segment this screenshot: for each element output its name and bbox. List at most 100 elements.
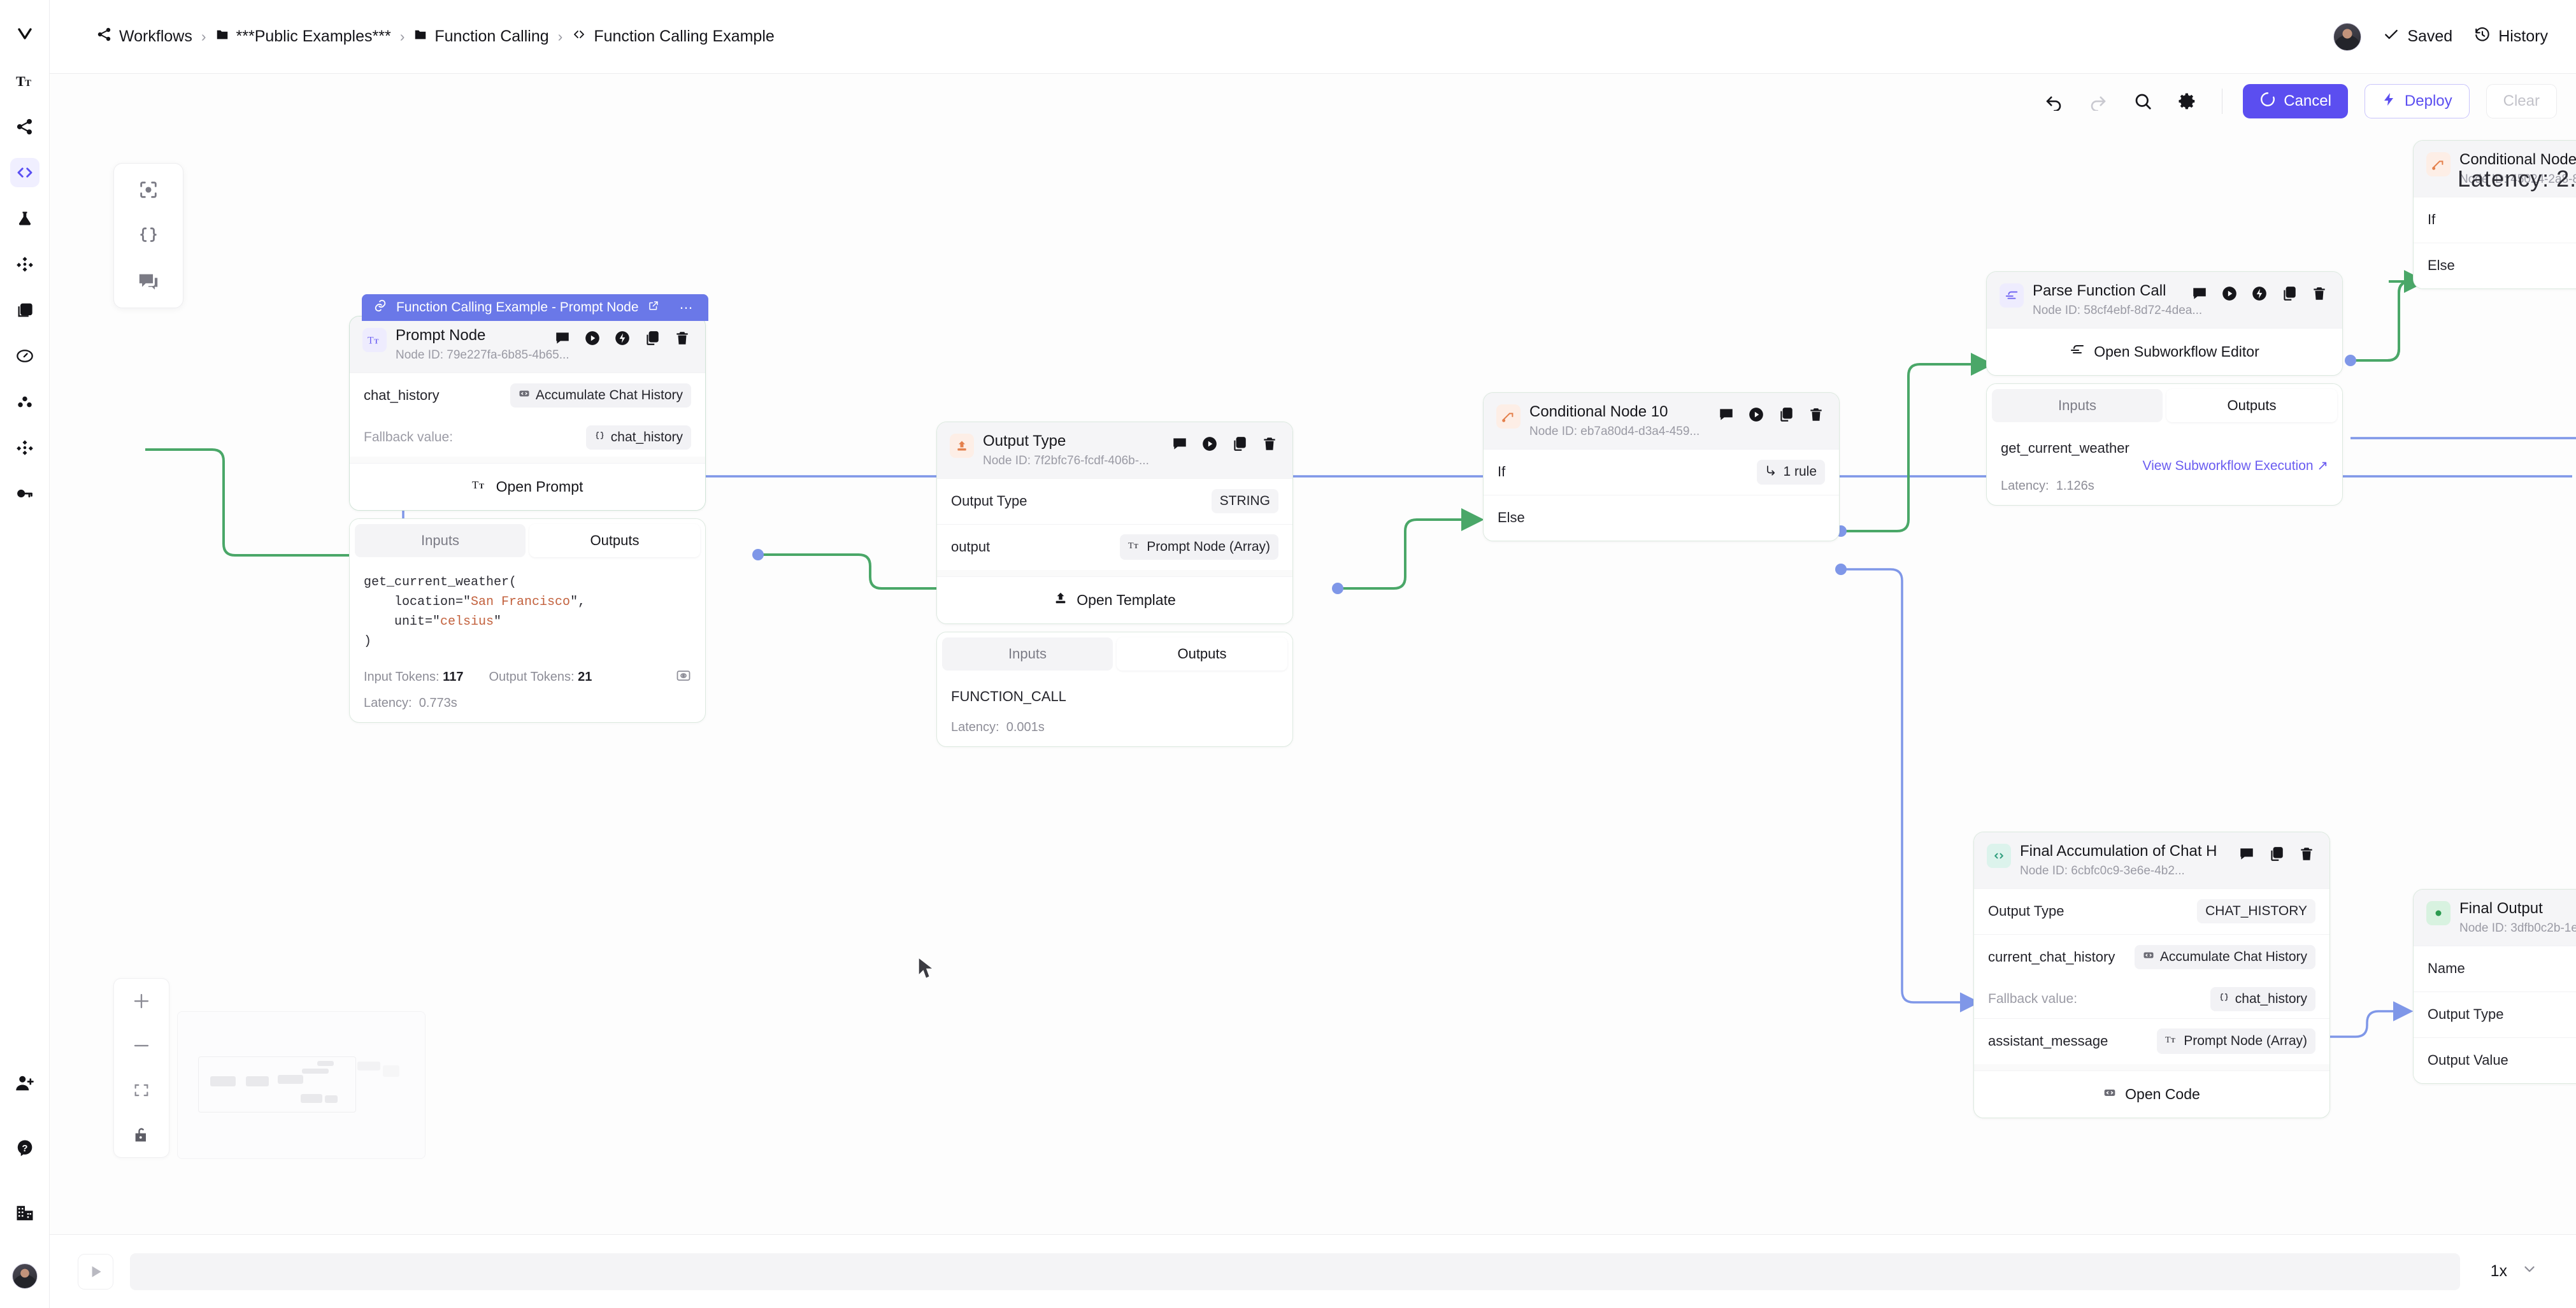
- search-icon[interactable]: [2129, 87, 2157, 115]
- copy-icon[interactable]: [643, 329, 661, 347]
- breadcrumb-item-public-examples[interactable]: ***Public Examples***: [215, 27, 391, 46]
- fit-screen-icon[interactable]: [125, 1074, 157, 1106]
- selected-node-banner[interactable]: Function Calling Example - Prompt Node ⋯: [362, 294, 708, 321]
- row-value-chip[interactable]: STRING: [1211, 489, 1278, 514]
- node-row-if[interactable]: If 1 rule: [1484, 448, 1839, 495]
- app-logo[interactable]: [10, 19, 39, 48]
- curly-braces-icon[interactable]: [131, 218, 166, 253]
- row-value-chip[interactable]: CHAT_HISTORY: [2197, 899, 2315, 924]
- breadcrumb-item-workflows[interactable]: Workflows: [97, 27, 192, 46]
- row-value-chip[interactable]: Accumulate Chat History: [2134, 945, 2315, 970]
- node-row[interactable]: Fallback value: chat_history: [350, 418, 705, 457]
- breadcrumb-item-function-calling[interactable]: Function Calling: [413, 27, 549, 46]
- deploy-button[interactable]: Deploy: [2364, 84, 2470, 118]
- plus-icon[interactable]: [125, 985, 157, 1017]
- rail-item-experiments-tool[interactable]: [10, 204, 39, 233]
- node-row[interactable]: Output Type CHAT_HISTORY: [1974, 888, 2329, 934]
- external-link-icon[interactable]: [648, 300, 659, 315]
- delete-icon[interactable]: [1261, 435, 1278, 453]
- node-row[interactable]: Fallback value: chat_history: [1974, 979, 2329, 1018]
- playback-track[interactable]: [130, 1253, 2460, 1290]
- rail-item-account-avatar[interactable]: [11, 1263, 38, 1289]
- node-row[interactable]: chat_history Accumulate Chat History: [350, 372, 705, 418]
- copy-icon[interactable]: [2268, 845, 2286, 863]
- rail-item-documents-tool[interactable]: [10, 295, 39, 325]
- row-value-chip[interactable]: chat_history: [585, 425, 691, 450]
- rail-item-help[interactable]: ?: [10, 1134, 39, 1163]
- node-row[interactable]: Name: [2414, 945, 2576, 992]
- rail-item-nodes-tool[interactable]: [10, 250, 39, 279]
- rail-item-api-keys-tool[interactable]: [10, 479, 39, 508]
- minimap[interactable]: [177, 1011, 426, 1159]
- undo-icon[interactable]: [2040, 87, 2068, 115]
- copy-icon[interactable]: [2280, 285, 2298, 302]
- user-avatar[interactable]: [2333, 22, 2362, 51]
- tab-outputs[interactable]: Outputs: [529, 523, 700, 557]
- delete-icon[interactable]: [673, 329, 691, 347]
- delete-icon[interactable]: [1807, 406, 1825, 423]
- run-icon[interactable]: [583, 329, 601, 347]
- view-subworkflow-execution-link[interactable]: View Subworkflow Execution ↗: [2142, 458, 2328, 473]
- history-button[interactable]: History: [2474, 26, 2548, 47]
- copy-icon[interactable]: [1777, 406, 1795, 423]
- workflow-canvas[interactable]: Function Calling Example - Prompt Node ⋯…: [50, 74, 2576, 1234]
- delete-icon[interactable]: [2310, 285, 2328, 302]
- comment-icon[interactable]: [1717, 406, 1735, 423]
- row-value-chip[interactable]: Accumulate Chat History: [510, 383, 691, 408]
- node-row-else[interactable]: Else: [1484, 494, 1839, 541]
- lightning-icon[interactable]: [613, 329, 631, 347]
- run-icon[interactable]: [2221, 285, 2238, 302]
- node-row-else[interactable]: Else: [2414, 242, 2576, 288]
- comment-icon[interactable]: [2191, 285, 2208, 302]
- comment-icon[interactable]: [554, 329, 571, 347]
- node-output-type[interactable]: Output Type Node ID: 7f2bfc76-fcdf-406b-…: [936, 422, 1293, 747]
- tab-inputs[interactable]: Inputs: [942, 637, 1113, 671]
- delete-icon[interactable]: [2298, 845, 2315, 863]
- play-button[interactable]: [78, 1253, 113, 1290]
- node-conditional-top[interactable]: Conditional Node Node ID: 45024-2a8-82f0…: [2413, 140, 2576, 289]
- node-row[interactable]: Output Value Final Acc: [2414, 1037, 2576, 1083]
- comment-icon[interactable]: [2238, 845, 2256, 863]
- run-icon[interactable]: [1201, 435, 1219, 453]
- open-template-button[interactable]: Open Template: [937, 576, 1292, 623]
- lock-open-icon[interactable]: [125, 1119, 157, 1151]
- node-final-output[interactable]: Final Output Node ID: 3dfb0c2b-1ed9-4a..…: [2413, 889, 2576, 1084]
- node-prompt[interactable]: Function Calling Example - Prompt Node ⋯…: [349, 294, 708, 723]
- tab-inputs[interactable]: Inputs: [1992, 388, 2163, 422]
- rail-item-code-tool[interactable]: [10, 158, 39, 187]
- node-row[interactable]: current_chat_history Accumulate Chat His…: [1974, 934, 2329, 980]
- node-final-accumulation[interactable]: Final Accumulation of Chat H Node ID: 6c…: [1973, 832, 2330, 1118]
- comment-icon[interactable]: [131, 264, 166, 299]
- node-row-if[interactable]: If: [2414, 196, 2576, 243]
- run-icon[interactable]: [1747, 406, 1765, 423]
- tab-outputs[interactable]: Outputs: [2166, 388, 2337, 422]
- node-row[interactable]: Output Type: [2414, 991, 2576, 1037]
- tab-inputs[interactable]: Inputs: [355, 523, 526, 557]
- breadcrumb-item-function-calling-example[interactable]: Function Calling Example: [571, 27, 775, 46]
- rail-item-share-tool[interactable]: [10, 112, 39, 141]
- comment-icon[interactable]: [1171, 435, 1189, 453]
- rail-item-clusters-tool[interactable]: [10, 387, 39, 416]
- playback-speed-selector[interactable]: 1x: [2477, 1255, 2548, 1288]
- minus-icon[interactable]: [125, 1030, 157, 1062]
- node-parse-function-call[interactable]: Parse Function Call Node ID: 58cf4ebf-8d…: [1986, 271, 2343, 506]
- ellipsis-icon[interactable]: ⋯: [679, 300, 694, 315]
- focus-target-icon[interactable]: [131, 173, 166, 207]
- gear-icon[interactable]: [2173, 87, 2201, 115]
- eye-icon[interactable]: [676, 668, 691, 687]
- rule-count-chip[interactable]: 1 rule: [1757, 459, 1825, 485]
- row-value-chip[interactable]: chat_history: [2210, 986, 2315, 1011]
- lightning-icon[interactable]: [2250, 285, 2268, 302]
- rail-item-deployments-tool[interactable]: [10, 433, 39, 462]
- open-subworkflow-editor-button[interactable]: Open Subworkflow Editor: [1987, 327, 2342, 375]
- cancel-button[interactable]: Cancel: [2243, 84, 2348, 118]
- rail-item-metrics-tool[interactable]: [10, 341, 39, 371]
- tab-outputs[interactable]: Outputs: [1117, 637, 1287, 671]
- open-code-button[interactable]: Open Code: [1974, 1070, 2329, 1118]
- copy-icon[interactable]: [1231, 435, 1249, 453]
- rail-item-organization[interactable]: [10, 1198, 39, 1228]
